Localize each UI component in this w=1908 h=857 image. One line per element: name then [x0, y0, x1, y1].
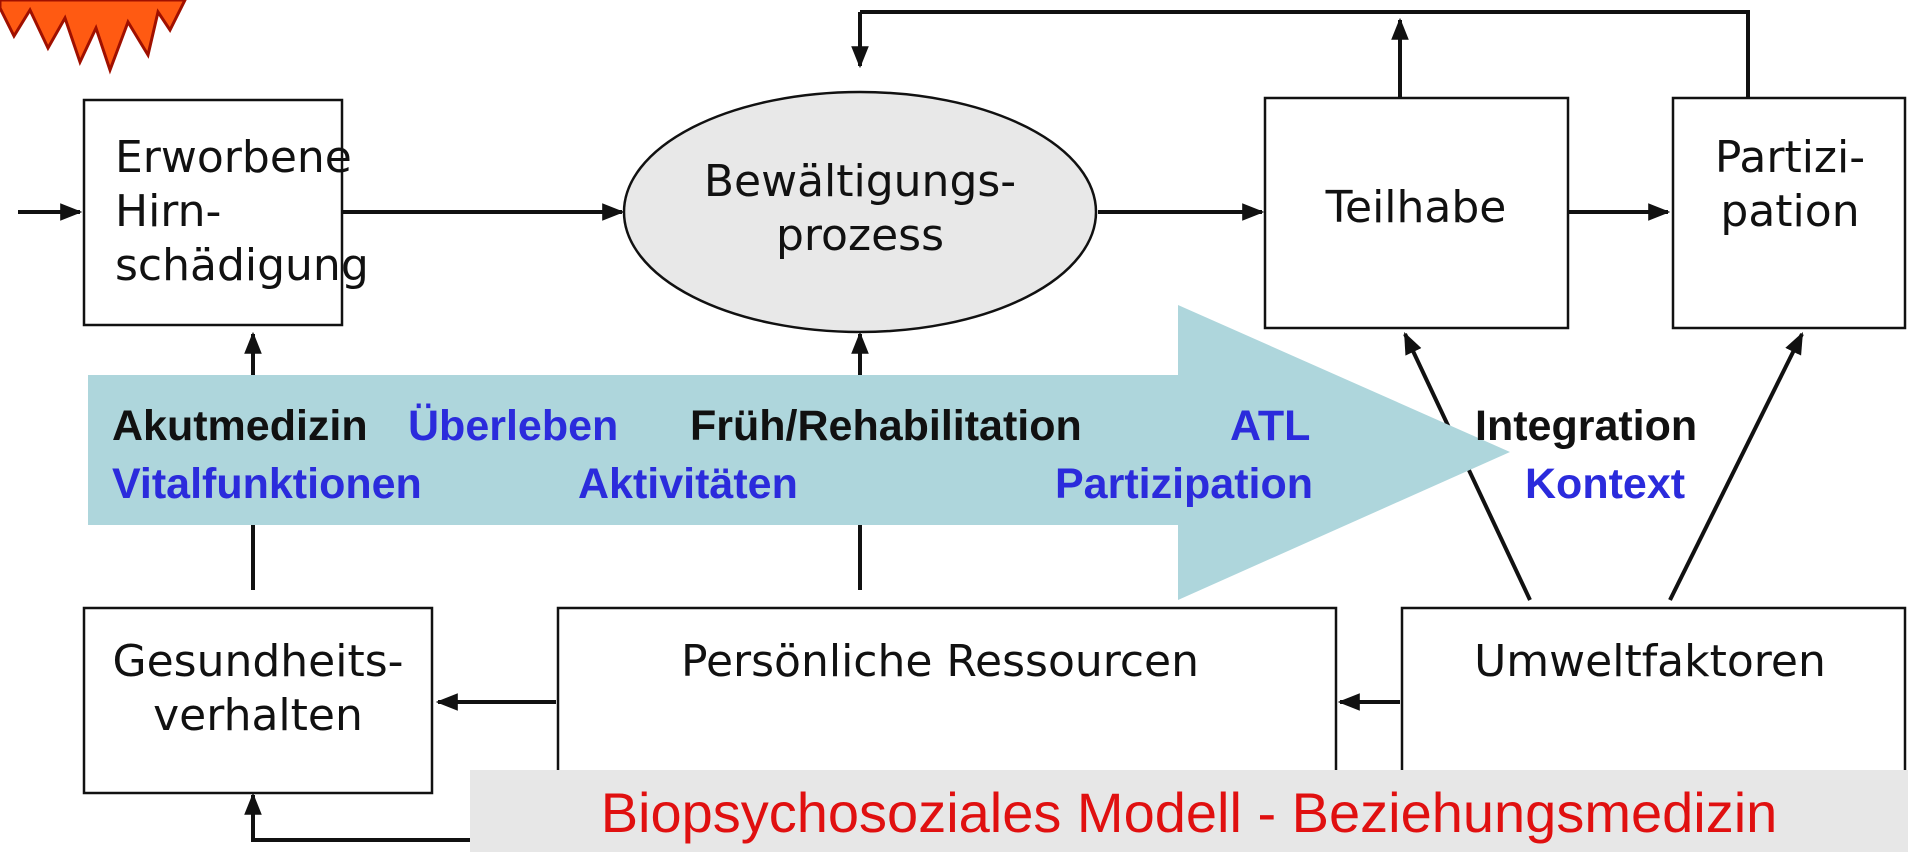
- band-early-rehab: Früh/Rehabilitation: [690, 402, 1082, 450]
- caption-bar: Biopsychosoziales Modell - Beziehungsmed…: [470, 770, 1908, 852]
- label-line-2: pation: [1720, 186, 1859, 237]
- box-participation: Partizi- pation: [1671, 96, 1907, 330]
- band-labels: Akutmedizin Überleben Früh/Rehabilitatio…: [112, 402, 1697, 508]
- band-acute-medicine: Akutmedizin: [112, 402, 368, 450]
- top-feedback-loop: [851, 10, 1750, 125]
- bottom-loop-line: [244, 792, 470, 842]
- feedback-line-top: [860, 10, 1750, 125]
- label-line-1: Gesundheits-: [112, 636, 403, 687]
- label-line-1: Bewältigungs-: [704, 156, 1016, 207]
- box-health-behavior: Gesundheits- verhalten: [82, 606, 434, 795]
- progress-arrow-shape: [88, 305, 1510, 600]
- label-line-2: verhalten: [153, 690, 363, 741]
- box-personal-resources: Persönliche Ressourcen: [556, 606, 1338, 795]
- label-line-1: Erworbene: [115, 132, 352, 183]
- label-line-1: Umweltfaktoren: [1474, 636, 1826, 687]
- label-line-2: Hirn-: [115, 186, 221, 237]
- box-teilhabe: Teilhabe: [1263, 96, 1570, 330]
- ellipse-coping-process: Bewältigungs- prozess: [622, 90, 1098, 334]
- progress-arrow-band: [88, 305, 1510, 600]
- starburst-icon: [0, 0, 187, 75]
- box-environment: Umweltfaktoren: [1400, 606, 1907, 795]
- label-line-1: Partizi-: [1715, 132, 1865, 183]
- label-line-1: Persönliche Ressourcen: [681, 636, 1199, 687]
- band-activities: Aktivitäten: [578, 460, 798, 508]
- box-acquired-damage: Erworbene Hirn- schädigung: [82, 98, 369, 327]
- band-survival: Überleben: [408, 402, 618, 450]
- label-line-2: prozess: [776, 210, 944, 261]
- label-line-1: Teilhabe: [1325, 182, 1507, 233]
- bottom-flow-arrows: [244, 693, 1400, 842]
- band-atl: ATL: [1230, 402, 1310, 450]
- band-integration: Integration: [1475, 402, 1697, 450]
- band-context: Kontext: [1525, 460, 1685, 508]
- arrow-env-to-participation: [1668, 332, 1804, 601]
- label-line-3: schädigung: [115, 240, 369, 291]
- caption-text: Biopsychosoziales Modell - Beziehungsmed…: [601, 781, 1778, 844]
- starburst-shape: [0, 0, 187, 75]
- band-participation: Partizipation: [1055, 460, 1313, 508]
- band-vital-functions: Vitalfunktionen: [112, 460, 422, 508]
